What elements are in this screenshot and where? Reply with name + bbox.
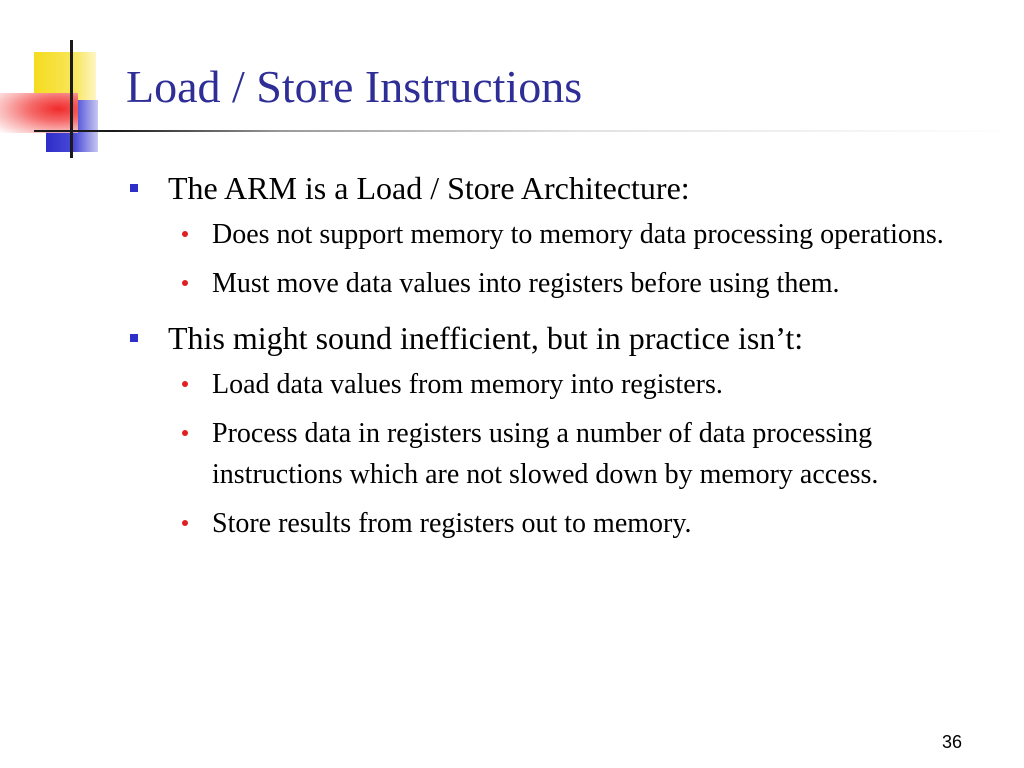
bullet-text: The ARM is a Load / Store Architecture: [168,170,690,206]
dot-bullet-icon [182,231,188,237]
dot-bullet-icon [182,381,188,387]
title-underline [34,130,1024,132]
vertical-rule [70,40,73,158]
red-glow [0,93,78,133]
bullet-list: The ARM is a Load / Store Architecture: … [128,168,988,544]
sub-bullet-text: Store results from registers out to memo… [212,508,692,539]
dot-bullet-icon [182,430,188,436]
slide-title: Load / Store Instructions [126,61,583,112]
sub-bullet-text: Does not support memory to memory data p… [212,219,944,250]
page-number: 36 [941,732,962,752]
sub-bullet-item: Load data values from memory into regist… [168,364,988,405]
sub-bullet-text: Load data values from memory into regist… [212,369,723,400]
sub-bullet-item: Does not support memory to memory data p… [168,214,988,255]
sub-bullet-text: Must move data values into registers bef… [212,268,840,299]
sub-bullet-text: Process data in registers using a number… [212,418,879,490]
square-bullet-icon [130,334,138,342]
square-bullet-icon [130,184,138,192]
sub-bullet-item: Must move data values into registers bef… [168,263,988,304]
sub-bullet-list: Does not support memory to memory data p… [168,214,988,304]
sub-bullet-list: Load data values from memory into regist… [168,364,988,544]
dot-bullet-icon [182,280,188,286]
bullet-item: The ARM is a Load / Store Architecture: … [128,168,988,304]
sub-bullet-item: Store results from registers out to memo… [168,503,988,544]
sub-bullet-item: Process data in registers using a number… [168,413,988,495]
dot-bullet-icon [182,520,188,526]
bullet-text: This might sound inefficient, but in pra… [168,320,804,356]
bullet-item: This might sound inefficient, but in pra… [128,318,988,544]
